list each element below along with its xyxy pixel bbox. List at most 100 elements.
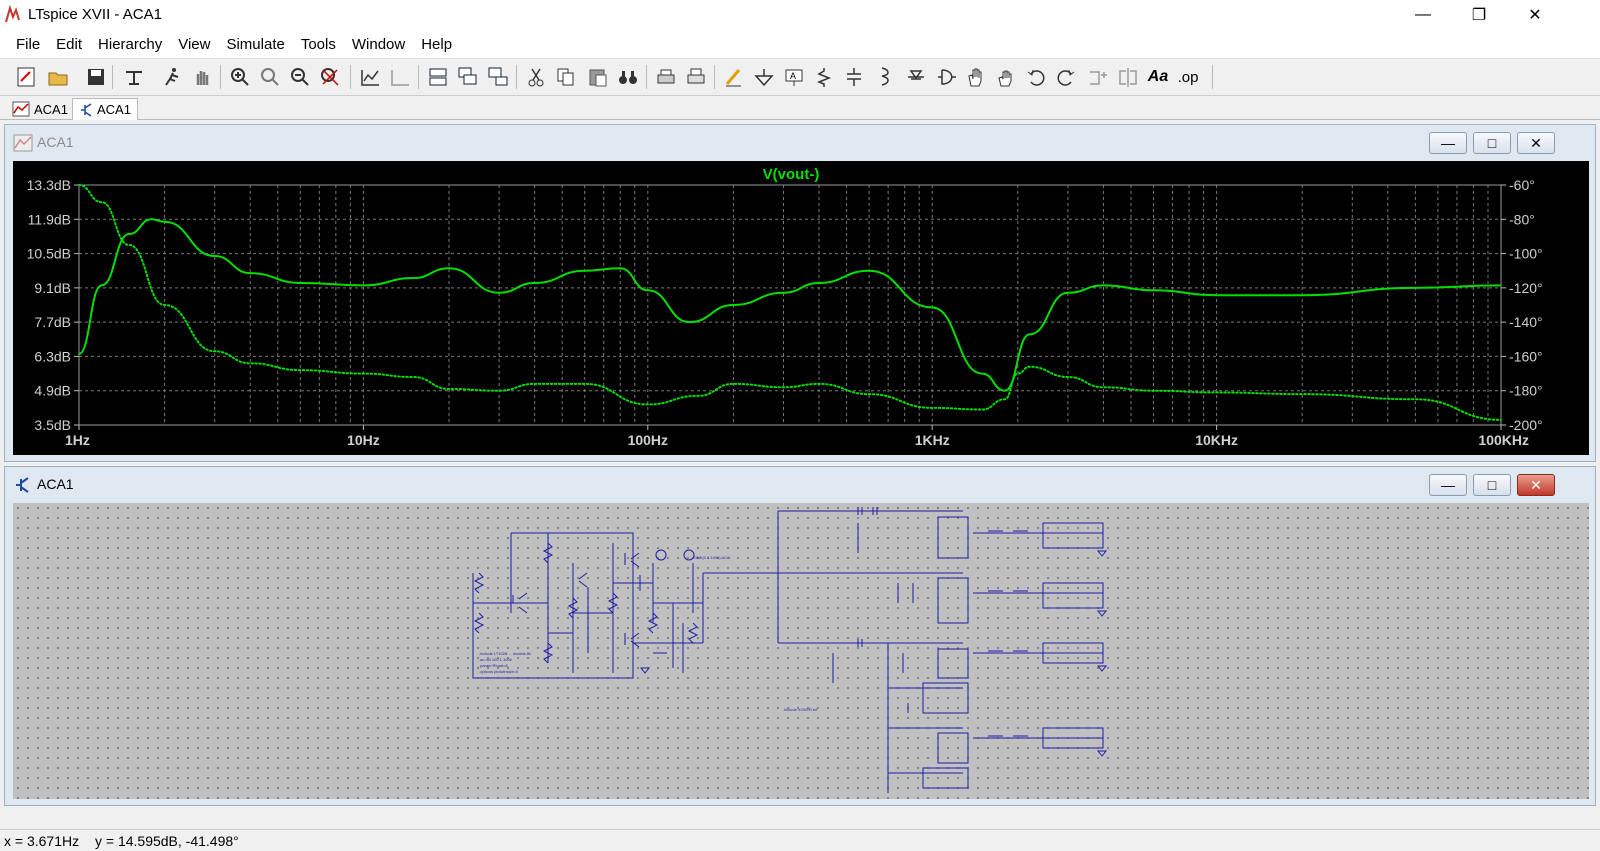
y-tick-label-right: -180° bbox=[1509, 383, 1543, 399]
redo-icon[interactable] bbox=[1052, 63, 1080, 91]
diode-icon[interactable] bbox=[902, 63, 930, 91]
y-tick-label-left: 4.9dB bbox=[34, 383, 71, 399]
menu-help[interactable]: Help bbox=[421, 35, 453, 53]
waveform-icon bbox=[13, 134, 33, 152]
y-tick-label-right: -160° bbox=[1509, 348, 1543, 364]
svg-text:.options plotwinsize=0: .options plotwinsize=0 bbox=[479, 669, 519, 674]
new-schematic-icon[interactable] bbox=[12, 63, 40, 91]
schematic-canvas[interactable]: ;include LT1028 ... models.lib .ac oct 1… bbox=[13, 503, 1589, 799]
plot-window-titlebar[interactable]: ACA1 — □ ✕ bbox=[5, 125, 1595, 159]
zoom-out-icon[interactable] bbox=[286, 63, 314, 91]
tab-waveform[interactable]: ACA1 bbox=[6, 98, 74, 120]
undo-icon[interactable] bbox=[1022, 63, 1050, 91]
menu-bar: File Edit Hierarchy View Simulate Tools … bbox=[0, 30, 1600, 58]
capacitor-icon[interactable] bbox=[840, 63, 868, 91]
tile-horizontal-icon[interactable] bbox=[424, 63, 452, 91]
y-tick-label-left: 3.5dB bbox=[34, 417, 71, 433]
cursor-y-readout: y = 14.595dB, -41.498° bbox=[95, 833, 239, 849]
schematic-window: ACA1 — □ ✕ ;include LT1028 ... models.li… bbox=[4, 466, 1596, 806]
schematic-maximize-button[interactable]: □ bbox=[1473, 474, 1511, 496]
close-button[interactable]: ✕ bbox=[1528, 7, 1542, 24]
inductor-icon[interactable] bbox=[870, 63, 898, 91]
status-bar: x = 3.671Hz y = 14.595dB, -41.498° bbox=[0, 829, 1600, 851]
x-tick-label: 100KHz bbox=[1478, 432, 1529, 448]
y-tick-label-left: 13.3dB bbox=[27, 177, 71, 193]
y-tick-label-left: 6.3dB bbox=[34, 348, 71, 364]
x-tick-label: 1KHz bbox=[915, 432, 950, 448]
ground-icon[interactable] bbox=[750, 63, 778, 91]
component-icon[interactable] bbox=[932, 63, 960, 91]
run-icon[interactable] bbox=[158, 63, 186, 91]
menu-edit[interactable]: Edit bbox=[56, 35, 83, 53]
tab-label: ACA1 bbox=[97, 102, 131, 117]
find-icon[interactable] bbox=[614, 63, 642, 91]
y-tick-label-right: -200° bbox=[1509, 417, 1543, 433]
x-tick-label: 1Hz bbox=[65, 432, 90, 448]
y-tick-label-right: -80° bbox=[1509, 211, 1535, 227]
svg-text:SINE(0 1 1000) AC 1: SINE(0 1 1000) AC 1 bbox=[693, 555, 731, 560]
move-icon[interactable] bbox=[962, 63, 990, 91]
zoom-fit-icon[interactable] bbox=[316, 63, 344, 91]
tab-schematic[interactable]: ACA1 bbox=[72, 98, 138, 120]
restore-button[interactable]: ❐ bbox=[1471, 7, 1487, 24]
plot-frame bbox=[78, 184, 1502, 426]
resistor-icon[interactable] bbox=[810, 63, 838, 91]
x-tick-label: 100Hz bbox=[628, 432, 668, 448]
print-icon[interactable] bbox=[682, 63, 710, 91]
save-icon[interactable] bbox=[82, 63, 110, 91]
control-panel-icon[interactable] bbox=[120, 63, 148, 91]
menu-tools[interactable]: Tools bbox=[300, 35, 336, 53]
label-net-icon[interactable]: A bbox=[780, 63, 808, 91]
print-setup-icon[interactable] bbox=[652, 63, 680, 91]
waveform-icon bbox=[12, 101, 30, 117]
spice-directive-icon[interactable]: .op bbox=[1177, 68, 1199, 86]
menu-simulate[interactable]: Simulate bbox=[226, 35, 285, 53]
cascade-icon[interactable] bbox=[454, 63, 482, 91]
schematic-close-button[interactable]: ✕ bbox=[1517, 474, 1555, 496]
drag-icon[interactable] bbox=[992, 63, 1020, 91]
toolbar: A Aa .op bbox=[0, 58, 1600, 96]
rotate-icon[interactable] bbox=[1084, 63, 1112, 91]
wire-icon[interactable] bbox=[720, 63, 748, 91]
cursor-x-readout: x = 3.671Hz bbox=[4, 833, 80, 849]
zoom-pan-icon[interactable] bbox=[256, 63, 284, 91]
paste-icon[interactable] bbox=[584, 63, 612, 91]
schematic-window-title: ACA1 bbox=[37, 476, 74, 492]
schematic-window-titlebar[interactable]: ACA1 — □ ✕ bbox=[5, 467, 1595, 501]
minimize-button[interactable]: — bbox=[1415, 6, 1431, 23]
y-tick-label-left: 7.7dB bbox=[34, 314, 71, 330]
cut-icon[interactable] bbox=[522, 63, 550, 91]
trace-name-label[interactable]: V(vout-) bbox=[763, 166, 820, 183]
tile-vertical-icon[interactable] bbox=[484, 63, 512, 91]
plot-close-button[interactable]: ✕ bbox=[1517, 132, 1555, 154]
svg-text:.ac oct 100 1 100k: .ac oct 100 1 100k bbox=[479, 657, 512, 662]
halt-icon[interactable] bbox=[188, 63, 216, 91]
copy-icon[interactable] bbox=[552, 63, 580, 91]
text-icon[interactable]: Aa bbox=[1147, 68, 1169, 85]
mirror-icon[interactable] bbox=[1114, 63, 1142, 91]
delete-trace-icon[interactable] bbox=[386, 63, 414, 91]
menu-file[interactable]: File bbox=[16, 35, 41, 53]
menu-hierarchy[interactable]: Hierarchy bbox=[98, 35, 163, 53]
y-tick-label-right: -60° bbox=[1509, 177, 1535, 193]
document-tab-bar: ACA1 ACA1 bbox=[0, 96, 1600, 120]
plot-maximize-button[interactable]: □ bbox=[1473, 132, 1511, 154]
ltspice-logo-icon bbox=[5, 5, 20, 23]
schematic-minimize-button[interactable]: — bbox=[1429, 474, 1467, 496]
x-tick-label: 10KHz bbox=[1195, 432, 1238, 448]
circuit-drawing[interactable]: ;include LT1028 ... models.lib .ac oct 1… bbox=[13, 503, 1589, 799]
waveform-chart[interactable]: 13.3dB11.9dB10.5dB9.1dB7.7dB6.3dB4.9dB3.… bbox=[13, 161, 1589, 455]
plot-minimize-button[interactable]: — bbox=[1429, 132, 1467, 154]
y-tick-label-right: -100° bbox=[1509, 246, 1543, 262]
menu-window[interactable]: Window bbox=[351, 35, 406, 53]
zoom-in-icon[interactable] bbox=[226, 63, 254, 91]
magnitude-trace-line bbox=[78, 218, 1502, 392]
menu-view[interactable]: View bbox=[178, 35, 211, 53]
schematic-icon bbox=[81, 102, 92, 117]
y-tick-label-right: -120° bbox=[1509, 280, 1543, 296]
autorange-icon[interactable] bbox=[356, 63, 384, 91]
open-icon[interactable] bbox=[44, 63, 72, 91]
y-tick-label-left: 10.5dB bbox=[27, 246, 71, 262]
